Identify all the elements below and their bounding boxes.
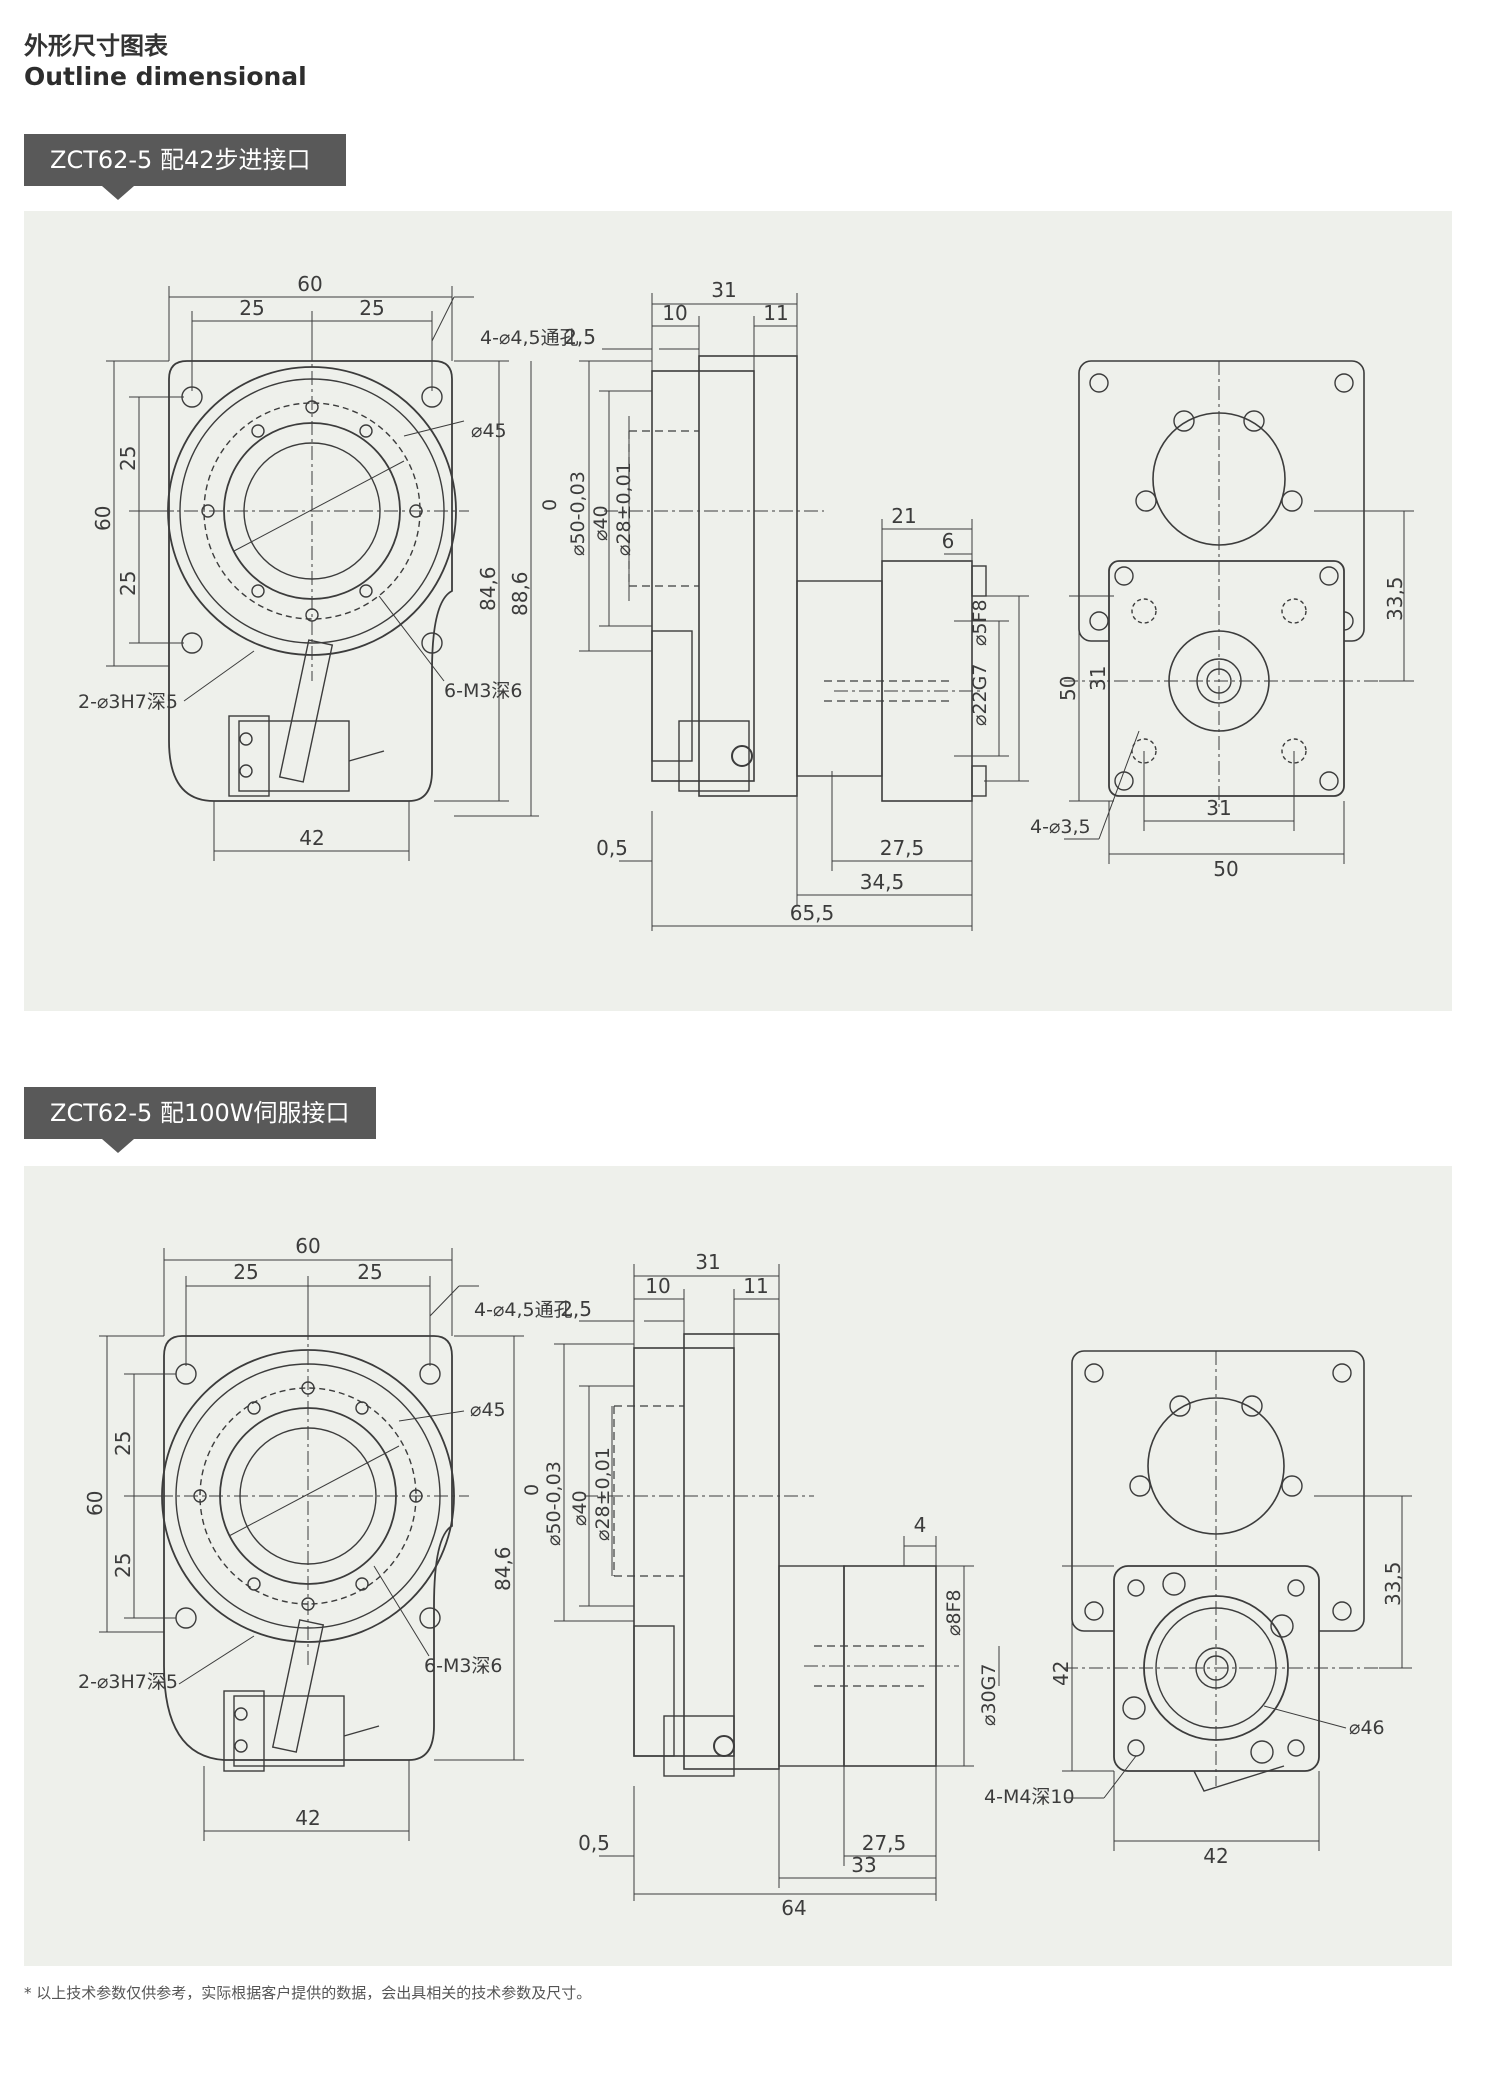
dim-side-d28: ⌀28±0,01 [592, 1447, 614, 1541]
label-motor-holes: 4-⌀3,5 [1030, 816, 1091, 838]
dim-side-d5f8: ⌀5F8 [969, 599, 991, 646]
dim-side-2-5: 2,5 [564, 325, 596, 349]
dim-side-6: 6 [942, 529, 955, 553]
front-view: 60 25 25 4-⌀4,5通孔 ⌀45 60 25 25 84,6 2-⌀3… [78, 1234, 573, 1841]
page-title-cn: 外形尺寸图表 [24, 32, 168, 60]
dim-side-34-5: 34,5 [860, 870, 905, 894]
dim-width-25-left: 25 [239, 296, 264, 320]
dim-side-4: 4 [914, 1513, 927, 1537]
dim-width-25-right: 25 [357, 1260, 382, 1284]
dim-side-11: 11 [743, 1274, 768, 1298]
section-tab-label: ZCT62-5 配100W伺服接口 [50, 1099, 350, 1127]
dim-d45: ⌀45 [471, 420, 507, 442]
label-m3-threads: 6-M3深6 [424, 1655, 503, 1677]
dim-width-60: 60 [295, 1234, 320, 1258]
dim-motor-33-5: 33,5 [1383, 576, 1407, 621]
servo-flange-view: 42 33,5 ⌀46 4-M4深10 42 [984, 1350, 1412, 1868]
dim-width-25-right: 25 [359, 296, 384, 320]
dim-height-88-6: 88,6 [508, 571, 532, 616]
side-view: 31 10 11 2,5 0 ⌀50-0,03 ⌀40 ⌀28±0,01 4 ⌀… [521, 1250, 1000, 1920]
dim-servo-42: 42 [1049, 1661, 1073, 1686]
dim-width-42: 42 [299, 826, 324, 850]
dim-d45: ⌀45 [470, 1399, 506, 1421]
dim-height-25-top: 25 [116, 446, 140, 471]
dim-side-33: 33 [851, 1853, 876, 1877]
dim-side-65-5: 65,5 [790, 901, 835, 925]
section-tab-label: ZCT62-5 配42步进接口 [50, 146, 311, 174]
dim-side-d40: ⌀40 [569, 1490, 591, 1526]
dim-height-25-bottom: 25 [116, 571, 140, 596]
dim-motor-50: 50 [1056, 676, 1080, 701]
label-pin-holes: 2-⌀3H7深5 [78, 1671, 178, 1693]
dim-side-64: 64 [781, 1896, 806, 1920]
dim-side-zero: 0 [539, 499, 561, 511]
dim-height-84-6: 84,6 [476, 566, 500, 611]
dim-height-60: 60 [91, 506, 115, 531]
front-view: 60 25 25 4-⌀4,5通孔 ⌀45 60 25 25 84,6 88,6… [78, 272, 579, 861]
drawing-panel-servo: 60 25 25 4-⌀4,5通孔 ⌀45 60 25 25 84,6 2-⌀3… [24, 1166, 1452, 1966]
dim-side-0-5: 0,5 [578, 1831, 610, 1855]
dim-side-0-5: 0,5 [596, 836, 628, 860]
dim-side-d8f8: ⌀8F8 [943, 1589, 965, 1636]
drawing-stepper: 60 25 25 4-⌀4,5通孔 ⌀45 60 25 25 84,6 88,6… [78, 272, 1414, 931]
label-pin-holes: 2-⌀3H7深5 [78, 691, 178, 713]
dim-motor-31: 31 [1086, 666, 1110, 691]
dim-side-2-5: 2,5 [560, 1297, 592, 1321]
motor-flange-view: 50 31 33,5 4-⌀3,5 31 50 [1030, 360, 1414, 881]
drawing-panel-stepper: 60 25 25 4-⌀4,5通孔 ⌀45 60 25 25 84,6 88,6… [24, 211, 1452, 1011]
dim-side-zero: 0 [521, 1484, 543, 1496]
dim-servo-w42: 42 [1203, 1844, 1228, 1868]
dim-side-31: 31 [711, 278, 736, 302]
label-m3-threads: 6-M3深6 [444, 680, 523, 702]
dim-side-d28: ⌀28±0,01 [613, 462, 635, 556]
dim-width-42: 42 [295, 1806, 320, 1830]
dim-side-27-5: 27,5 [880, 836, 925, 860]
dim-height-25-bottom: 25 [111, 1553, 135, 1578]
dim-side-31: 31 [695, 1250, 720, 1274]
dim-servo-d46: ⌀46 [1349, 1717, 1385, 1739]
section-tab-stepper: ZCT62-5 配42步进接口 [24, 134, 346, 200]
dim-side-d30g7: ⌀30G7 [978, 1664, 1000, 1726]
dim-side-21: 21 [891, 504, 916, 528]
drawing-servo: 60 25 25 4-⌀4,5通孔 ⌀45 60 25 25 84,6 2-⌀3… [78, 1234, 1412, 1920]
dim-height-60: 60 [83, 1491, 107, 1516]
section-tab-servo: ZCT62-5 配100W伺服接口 [24, 1087, 376, 1153]
dim-height-84-6: 84,6 [491, 1546, 515, 1591]
dim-motor-w31: 31 [1206, 796, 1231, 820]
dim-motor-w50: 50 [1213, 857, 1238, 881]
dim-side-10: 10 [662, 301, 687, 325]
dim-side-d50: ⌀50-0,03 [543, 1461, 565, 1546]
dim-side-11: 11 [763, 301, 788, 325]
footnote: * 以上技术参数仅供参考，实际根据客户提供的数据，会出具相关的技术参数及尺寸。 [24, 1984, 592, 2002]
dim-width-60: 60 [297, 272, 322, 296]
dim-side-10: 10 [645, 1274, 670, 1298]
dim-side-d22g7: ⌀22G7 [969, 664, 991, 726]
label-through-holes: 4-⌀4,5通孔 [474, 1299, 573, 1321]
dim-side-d40: ⌀40 [590, 505, 612, 541]
dim-side-d50: ⌀50-0,03 [567, 471, 589, 556]
page-title-en: Outline dimensional [24, 62, 307, 91]
side-view: 31 10 11 2,5 0 ⌀50-0,03 ⌀40 ⌀28±0,01 21 … [539, 278, 1029, 931]
label-through-holes: 4-⌀4,5通孔 [480, 327, 579, 349]
dim-servo-33-5: 33,5 [1381, 1561, 1405, 1606]
label-servo-threads: 4-M4深10 [984, 1786, 1075, 1808]
dim-width-25-left: 25 [233, 1260, 258, 1284]
dim-height-25-top: 25 [111, 1431, 135, 1456]
dim-side-27-5: 27,5 [862, 1831, 907, 1855]
